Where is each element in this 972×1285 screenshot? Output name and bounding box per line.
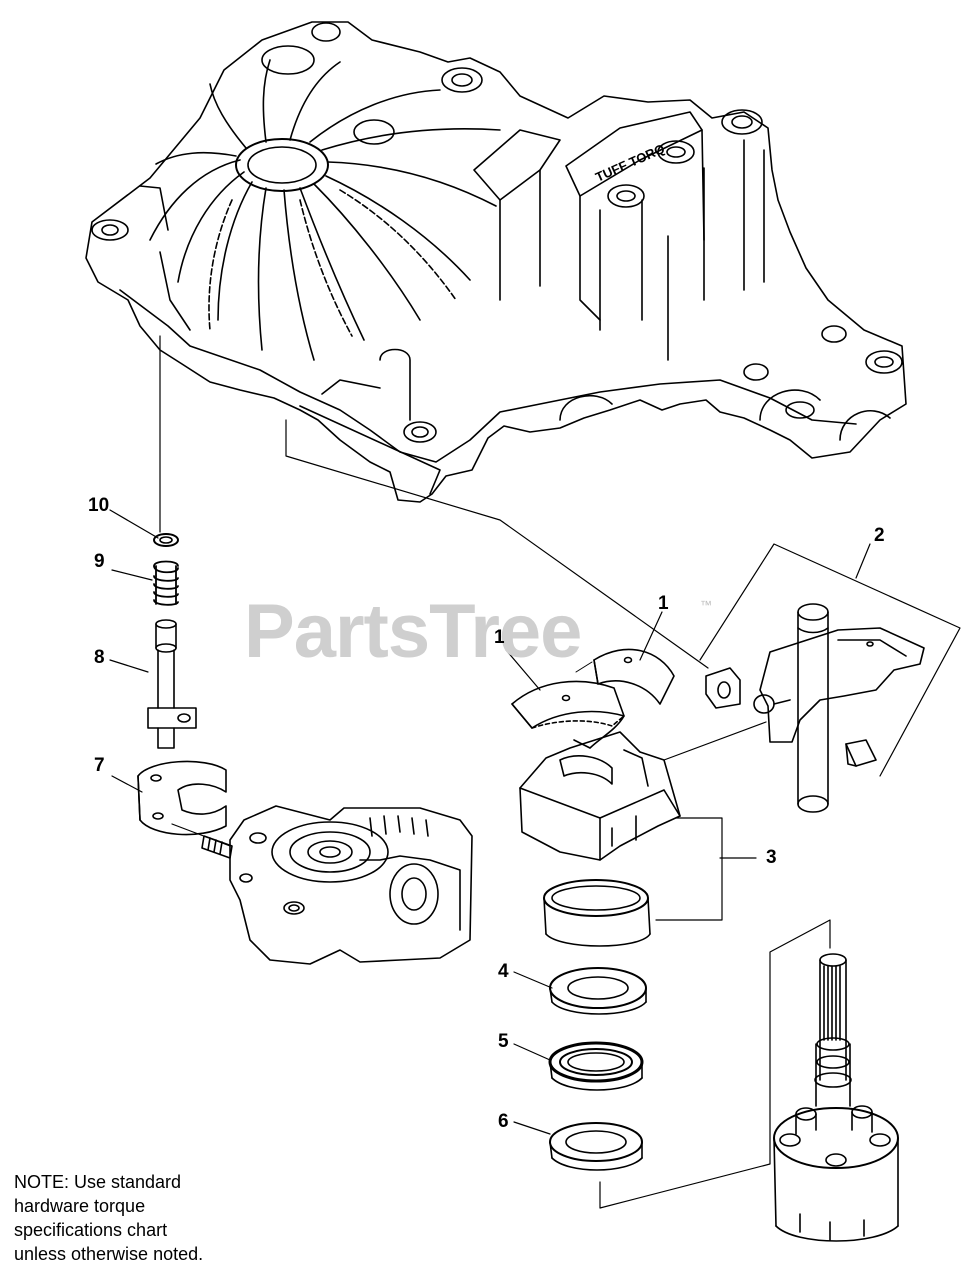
part-8-valve-shaft: [147, 619, 197, 749]
transaxle-housing: [85, 21, 907, 503]
part-5-seal: [548, 1041, 644, 1091]
note-line: unless otherwise noted.: [14, 1244, 204, 1264]
callout-10: 10: [88, 495, 110, 516]
housing-cast-text: TUFF TORQ: [593, 141, 667, 185]
leader-lines: [109, 335, 961, 1209]
callout-5: 5: [498, 1031, 509, 1052]
part-1-bearing-shell-right: [575, 648, 675, 705]
note-line: specifications chart: [14, 1220, 168, 1240]
part-9-spring: [153, 560, 179, 606]
callout-7: 7: [94, 755, 105, 776]
part-10-retaining-ring: [153, 533, 179, 547]
part-6-washer: [549, 1122, 643, 1171]
note-line: NOTE: Use standard: [14, 1172, 182, 1192]
callout-1-right: 1: [658, 593, 669, 614]
part-3-ring: [543, 879, 651, 947]
pump-cylinder-assembly: [773, 953, 899, 1242]
callout-9: 9: [94, 551, 105, 572]
part-3-swashplate: [519, 731, 681, 861]
callout-4: 4: [498, 961, 509, 982]
pump-block: [201, 805, 473, 965]
part-7-c-bracket: [137, 760, 227, 836]
note-line: hardware torque: [14, 1196, 146, 1216]
part-2-control-arm: [705, 603, 925, 813]
trademark-symbol: ™: [700, 598, 712, 612]
part-1-bearing-shell-left: [511, 680, 625, 749]
partstree-watermark: PartsTree: [244, 589, 582, 674]
part-4-washer: [549, 967, 647, 1015]
torque-note: NOTE: Use standard hardware torque speci…: [14, 1170, 264, 1266]
callout-3: 3: [766, 847, 777, 868]
callout-8: 8: [94, 647, 105, 668]
callout-2: 2: [874, 525, 885, 546]
callout-6: 6: [498, 1111, 509, 1132]
callout-1-left: 1: [494, 627, 505, 648]
